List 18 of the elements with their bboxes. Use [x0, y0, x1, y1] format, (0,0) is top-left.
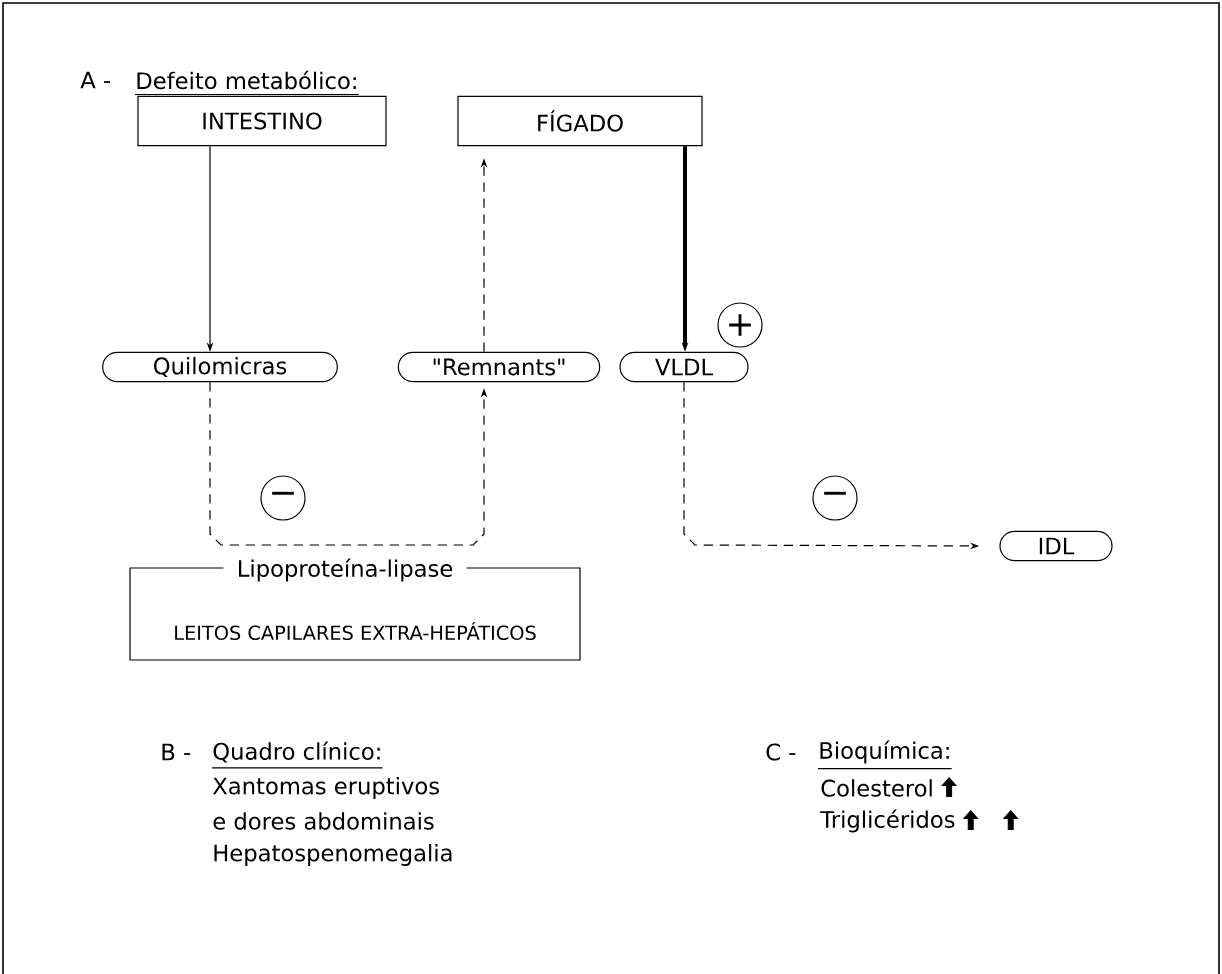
note-text: Triglicéridos	[820, 809, 955, 833]
organ-box: FÍGADO	[457, 95, 703, 147]
section-heading: Bioquímica:	[817, 740, 953, 770]
enzyme-box: Lipoproteína-lipase LEITOS CAPILARES EXTRA-HEPÁTICOS	[129, 555, 581, 661]
note-text: Xantomas eruptivos	[212, 777, 439, 799]
lipoprotein-pill: "Remnants"	[397, 351, 601, 383]
note-text: e dores abdominais	[213, 812, 434, 830]
section-heading: Quadro clínico:	[211, 741, 384, 769]
lipoprotein-pill: IDL	[999, 530, 1113, 562]
note-text: Colesterol	[821, 779, 932, 797]
section-heading: Defeito metabólico:	[134, 70, 360, 96]
note-text: Hepatospenomegalia	[214, 844, 452, 866]
section-letter: C -	[766, 743, 796, 761]
organ-box: INTESTINO	[137, 95, 387, 147]
section-letter: A -	[80, 71, 111, 89]
lipoprotein-pill: VLDL	[619, 351, 749, 383]
section-letter: B -	[162, 743, 191, 761]
lipoprotein-pill: Quilomicras	[102, 351, 338, 383]
